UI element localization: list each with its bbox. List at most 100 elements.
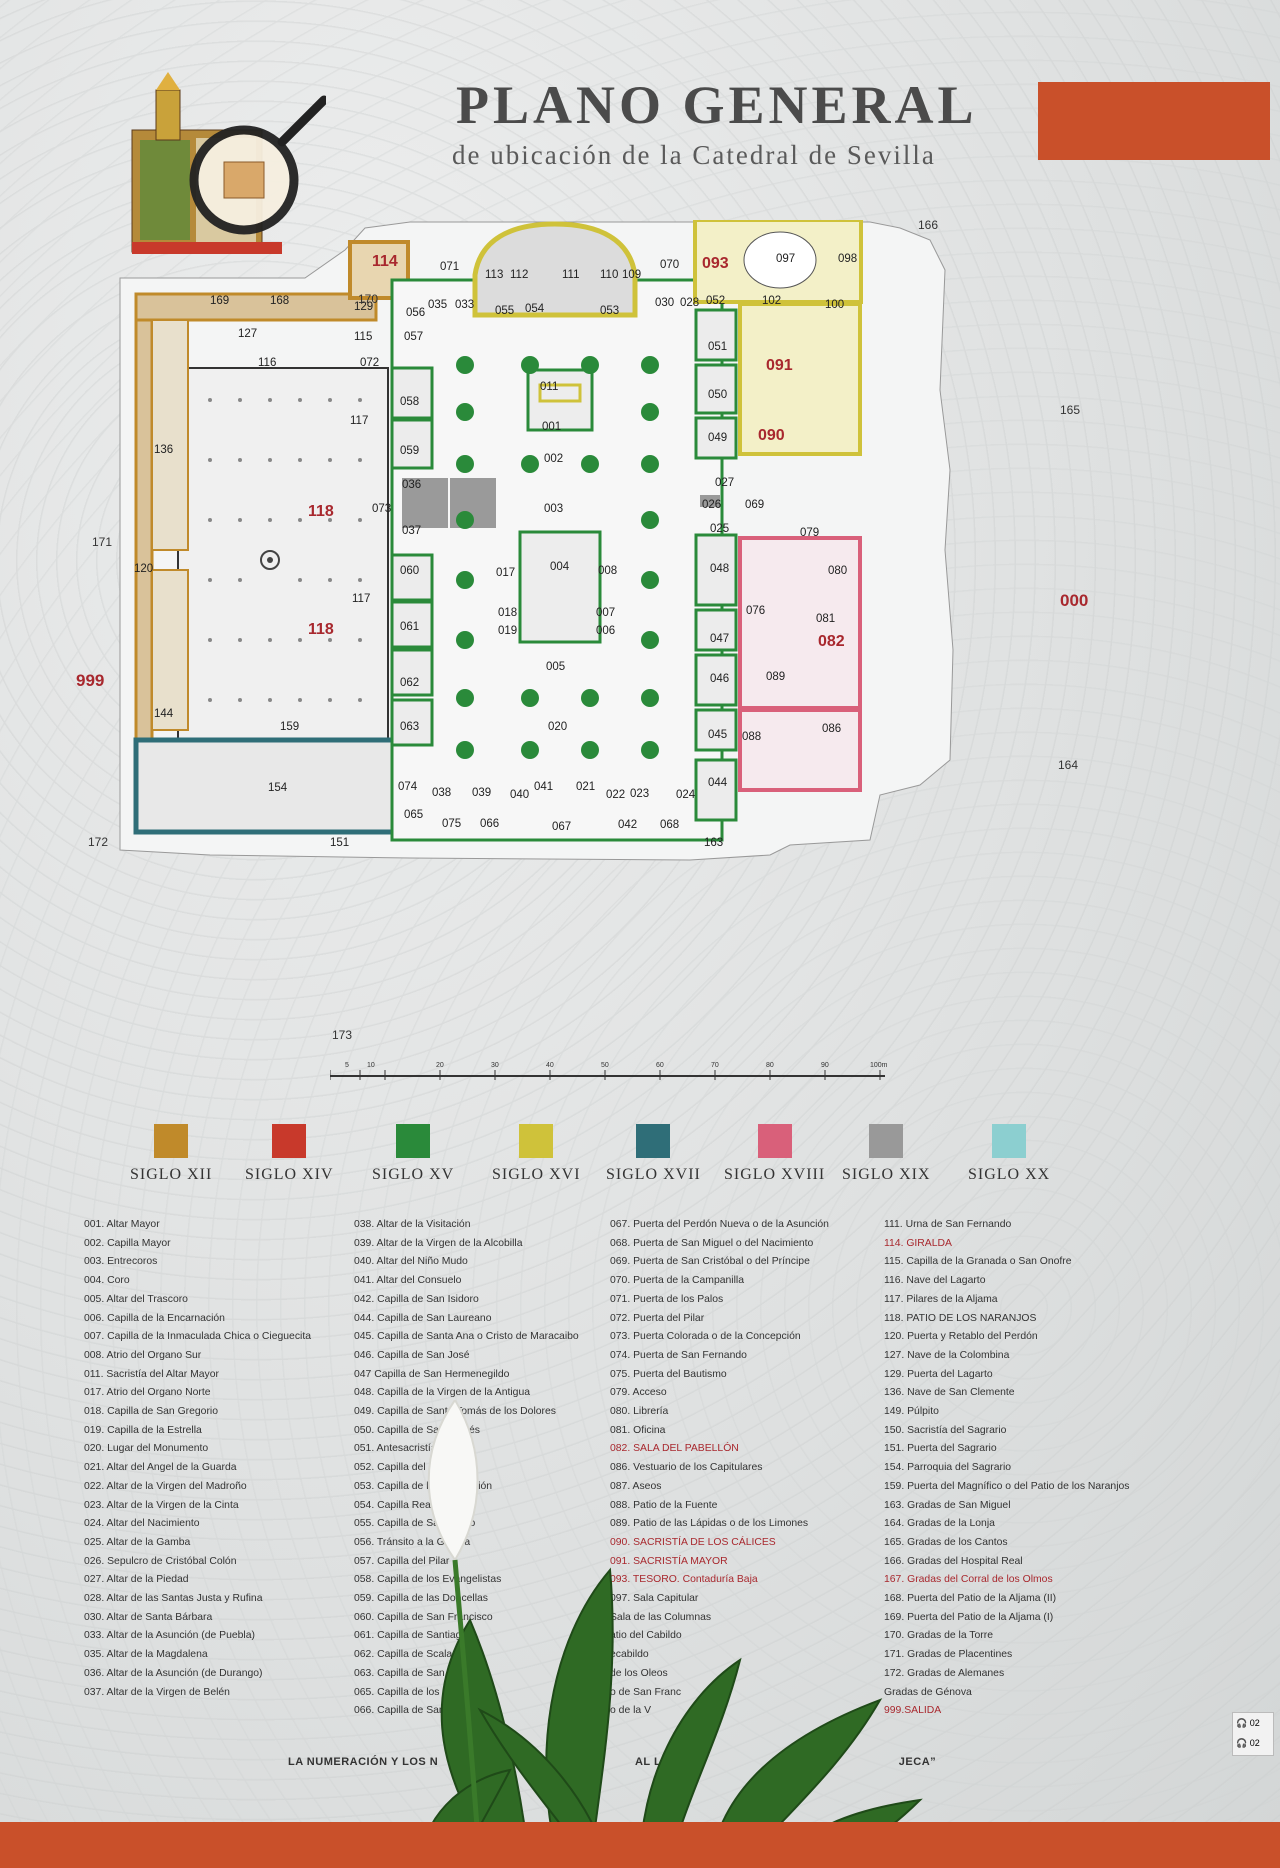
- plan-label-170: 170: [358, 292, 379, 306]
- index-entry: 111. Urna de San Fernando: [884, 1216, 1129, 1235]
- index-entry: Gradas de Génova: [884, 1684, 1129, 1703]
- svg-text:039: 039: [472, 787, 491, 799]
- legend-label: SIGLO XII: [130, 1166, 213, 1183]
- index-entry-text: 046. Capilla de San José: [354, 1349, 470, 1361]
- index-entry-text: 069. Puerta de San Cristóbal o del Prínc…: [610, 1256, 810, 1268]
- index-entry: o de la V: [610, 1702, 829, 1721]
- index-entry: 069. Puerta de San Cristóbal o del Prínc…: [610, 1253, 829, 1272]
- svg-text:082: 082: [818, 633, 845, 650]
- index-entry: Sala de las Columnas: [610, 1609, 829, 1628]
- index-entry: 093. TESORO. Contaduría Baja: [610, 1571, 829, 1590]
- index-entry-text: 004. Coro: [84, 1275, 130, 1287]
- svg-text:102: 102: [762, 295, 781, 307]
- scale-bar: [330, 1070, 885, 1080]
- cathedral-thumbnail-with-magnifier: [131, 72, 326, 254]
- index-entry: 151. Puerta del Sagrario: [884, 1440, 1129, 1459]
- index-entry-text: 053. Capilla de la Concepción: [354, 1480, 493, 1492]
- index-entry-text: 127. Nave de la Colombina: [884, 1349, 1010, 1361]
- index-entry-text: 154. Parroquia del Sagrario: [884, 1462, 1012, 1474]
- index-entry-text: 086. Vestuario de los Capitulares: [610, 1462, 763, 1474]
- index-entry-text: 005. Altar del Trascoro: [84, 1293, 188, 1305]
- svg-text:040: 040: [510, 789, 529, 801]
- scale-tick-10: 10: [367, 1062, 375, 1069]
- svg-text:136: 136: [154, 444, 173, 456]
- index-entry-text: 111. Urna de San Fernando: [884, 1219, 1012, 1230]
- index-entry: 071. Puerta de los Palos: [610, 1291, 829, 1310]
- index-entry-text: 082. SALA DEL PABELLÓN: [610, 1443, 739, 1455]
- svg-text:112: 112: [510, 269, 528, 281]
- svg-text:011: 011: [540, 381, 558, 393]
- index-entry-text: 068. Puerta de San Miguel o del Nacimien…: [610, 1237, 814, 1249]
- index-entry-text: 039. Altar de la Virgen de la Alcobilla: [354, 1237, 523, 1249]
- index-entry: 054. Capilla Real: [354, 1497, 579, 1516]
- svg-text:035: 035: [428, 299, 447, 311]
- svg-text:008: 008: [598, 565, 617, 577]
- svg-text:057: 057: [404, 331, 423, 343]
- svg-text:056: 056: [406, 307, 425, 319]
- index-entry: 166. Gradas del Hospital Real: [884, 1553, 1129, 1572]
- index-entry-text: 088. Patio de la Fuente: [610, 1499, 718, 1511]
- index-entry: 001. Altar Mayor: [84, 1216, 311, 1235]
- svg-text:086: 086: [822, 723, 841, 735]
- svg-text:117: 117: [352, 593, 370, 605]
- index-entry: 129. Puerta del Lagarto: [884, 1366, 1129, 1385]
- index-entry: 062. Capilla de Scalas: [354, 1646, 579, 1665]
- legend-item: SIGLO XVIII: [724, 1124, 825, 1184]
- index-entry-text: 033. Altar de la Asunción (de Puebla): [84, 1630, 255, 1642]
- svg-text:060: 060: [400, 565, 419, 577]
- scale-tick-20: 20: [436, 1062, 444, 1069]
- legend-swatch: [519, 1124, 554, 1158]
- svg-text:001: 001: [542, 421, 561, 433]
- index-entry-text: de los Oleos: [610, 1667, 668, 1679]
- svg-text:028: 028: [680, 297, 699, 309]
- legend-item: SIGLO XVI: [492, 1124, 581, 1184]
- index-entry: 070. Puerta de la Campanilla: [610, 1272, 829, 1291]
- legend-item: SIGLO XVII: [606, 1124, 701, 1184]
- scale-tick-100m: 100m: [870, 1062, 888, 1069]
- index-entry: 074. Puerta de San Fernando: [610, 1347, 829, 1366]
- svg-text:021: 021: [576, 781, 595, 793]
- svg-text:115: 115: [354, 331, 372, 343]
- svg-text:118: 118: [308, 503, 334, 520]
- index-entry-text: 011. Sacristía del Altar Mayor: [84, 1368, 219, 1380]
- index-entry: 022. Altar de la Virgen del Madroño: [84, 1478, 311, 1497]
- index-entry: 171. Gradas de Placentines: [884, 1646, 1129, 1665]
- index-entry: 061. Capilla de Santiago: [354, 1627, 579, 1646]
- plan-label-171: 171: [92, 535, 113, 549]
- index-entry-text: 040. Altar del Niño Mudo: [354, 1256, 468, 1268]
- svg-text:113: 113: [485, 269, 503, 281]
- peace-lily-plant: [418, 1400, 923, 1868]
- index-entry-text: 041. Altar del Consuelo: [354, 1275, 462, 1287]
- svg-text:116: 116: [258, 357, 276, 369]
- index-entry-text: 054. Capilla Real: [354, 1499, 434, 1511]
- plan-label-166: 166: [918, 218, 939, 232]
- svg-text:042: 042: [618, 819, 637, 831]
- index-entry-text: 072. Puerta del Pilar: [610, 1312, 705, 1324]
- svg-text:047: 047: [710, 633, 729, 645]
- index-entry: 044. Capilla de San Laureano: [354, 1310, 579, 1329]
- exit-label-999: 999: [76, 671, 105, 690]
- title-accent-bar: [1038, 82, 1270, 160]
- plan-label-165: 165: [1060, 403, 1081, 417]
- index-entry-prefix: 999.: [884, 1705, 905, 1717]
- index-entry: 042. Capilla de San Isidoro: [354, 1291, 579, 1310]
- index-entry-text: 165. Gradas de los Cantos: [884, 1536, 1008, 1548]
- index-entry-text: 026. Sepulcro de Cristóbal Colón: [84, 1555, 237, 1567]
- legend-item: SIGLO XIV: [245, 1124, 334, 1184]
- index-entry: 053. Capilla de la Concepción: [354, 1478, 579, 1497]
- index-entry-text: 168. Puerta del Patio de la Aljama (II): [884, 1593, 1057, 1605]
- index-entry-text: 019. Capilla de la Estrella: [84, 1424, 202, 1436]
- index-entry: 059. Capilla de las Doncellas: [354, 1590, 579, 1609]
- index-entry: 060. Capilla de San Francisco: [354, 1609, 579, 1628]
- index-entry-text: 045. Capilla de Santa Ana o Cristo de Ma…: [354, 1331, 579, 1343]
- index-entry: 150. Sacristía del Sagrario: [884, 1422, 1129, 1441]
- index-entry: 051. Antesacristía. Paso: [354, 1440, 579, 1459]
- scale-tick-5: 5: [345, 1062, 349, 1069]
- index-entry: 057. Capilla del Pilar: [354, 1553, 579, 1572]
- scale-tick-80: 80: [766, 1062, 774, 1069]
- index-column-3: 067. Puerta del Perdón Nueva o de la Asu…: [610, 1216, 829, 1721]
- cathedral-pillars: [456, 356, 659, 759]
- index-entry: 008. Atrio del Organo Sur: [84, 1347, 311, 1366]
- index-entry-text: SALIDA: [904, 1705, 942, 1717]
